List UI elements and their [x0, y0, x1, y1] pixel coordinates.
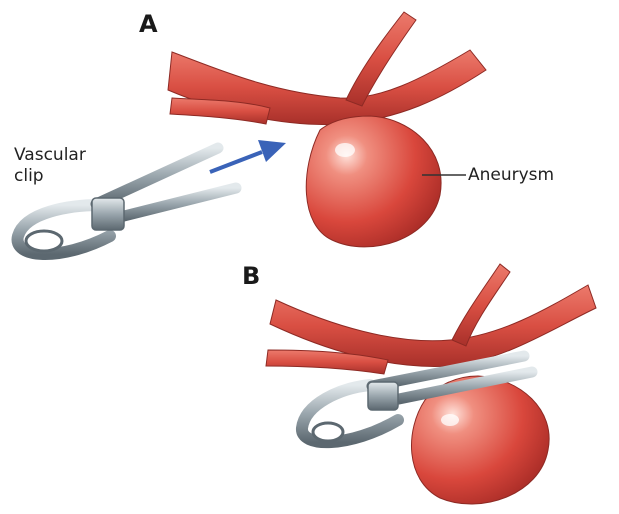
panel-b-upper-branch [451, 263, 511, 347]
vascular-clip-label-line2: clip [14, 166, 44, 186]
aneurysm-label: Aneurysm [468, 165, 555, 185]
panel-a-vessels [167, 11, 487, 248]
panel-a-aneurysm [305, 115, 442, 248]
vascular-clip-label-line1: Vascular [14, 145, 86, 165]
panel-a-branch-artery [169, 97, 271, 125]
panel-b-aneurysm [411, 375, 550, 505]
panel-b-vessels [265, 263, 597, 505]
panel-a-label: A [139, 10, 158, 38]
vascular-clip-icon [11, 142, 242, 260]
vascular-clip-label: Vascular clip [14, 145, 114, 187]
panel-b-label: B [242, 262, 261, 290]
panel-b-branch-artery [265, 349, 389, 375]
applied-clip-icon [296, 350, 538, 449]
direction-arrow-icon [209, 140, 286, 174]
panel-a-upper-branch [345, 11, 417, 107]
